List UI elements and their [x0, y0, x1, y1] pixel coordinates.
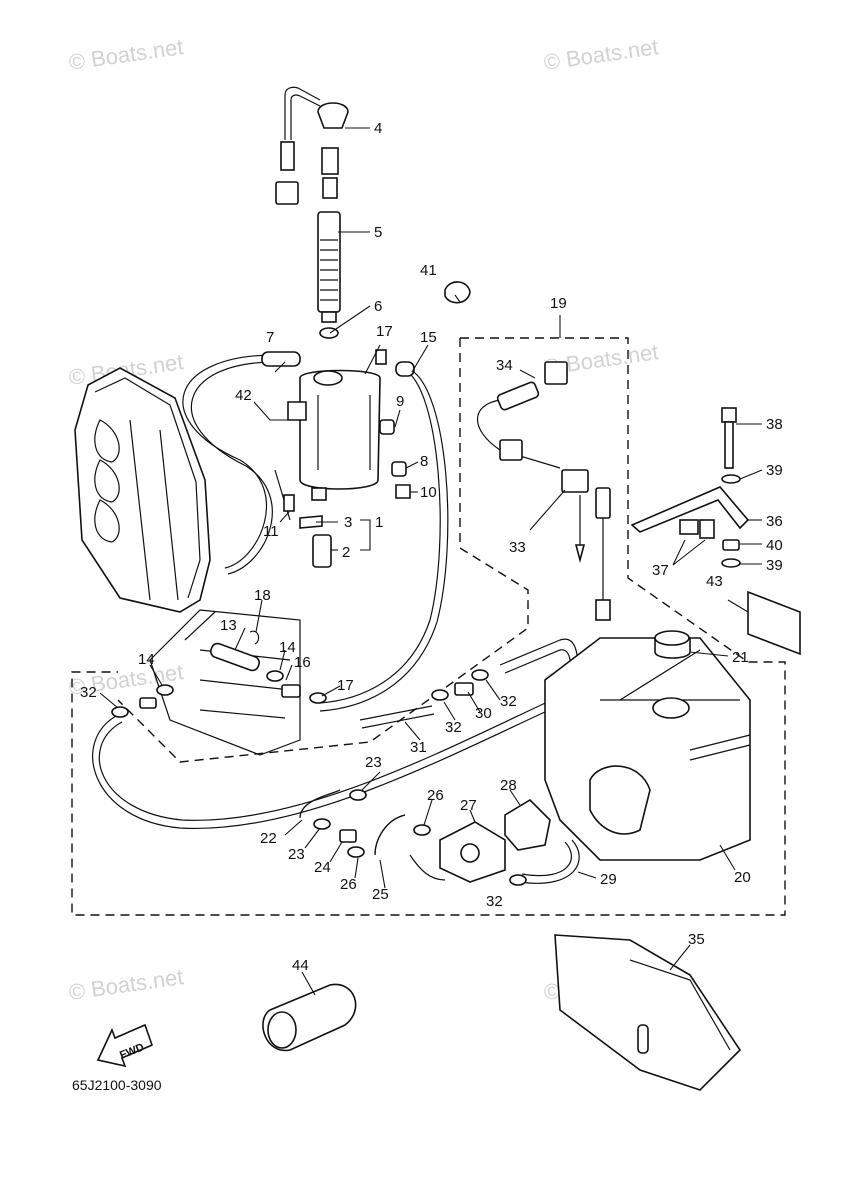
part-37-pad: [699, 519, 715, 539]
callout-16: 16: [294, 654, 311, 671]
part-21-cap: [654, 630, 691, 659]
part-7-hose: [261, 351, 301, 367]
callout-24: 24: [314, 859, 331, 876]
callout-32d: 32: [486, 893, 503, 910]
part-1-reservoir: [287, 369, 381, 501]
callout-34: 34: [496, 357, 513, 374]
callout-25: 25: [372, 886, 389, 903]
callout-21: 21: [732, 649, 749, 666]
callout-43: 43: [706, 573, 723, 590]
callout-26b: 26: [340, 876, 357, 893]
callout-13: 13: [220, 617, 237, 634]
callout-20: 20: [734, 869, 751, 886]
callout-32c: 32: [445, 719, 462, 736]
callout-1: 1: [375, 514, 383, 531]
callout-labels: 4 5 6 7 17 15 41 19 34 42 9 8 10 3 1 2 1…: [80, 120, 783, 974]
callout-2: 2: [342, 544, 350, 561]
part-34-harness: [476, 361, 589, 493]
watermark: © Boats.net: [542, 34, 660, 75]
part-37-pad: [679, 519, 699, 535]
callout-5: 5: [374, 224, 382, 241]
callout-18: 18: [254, 587, 271, 604]
callout-42: 42: [235, 387, 252, 404]
hoses: [92, 354, 580, 884]
callout-38: 38: [766, 416, 783, 433]
leader-lines: [99, 127, 763, 996]
callout-23a: 23: [365, 754, 382, 771]
part-5-filter: [317, 211, 341, 323]
callout-40: 40: [766, 537, 783, 554]
callout-35: 35: [688, 931, 705, 948]
callout-32b: 32: [500, 693, 517, 710]
callout-31: 31: [410, 739, 427, 756]
part-28-strainer-cap: [504, 798, 551, 851]
callout-37: 37: [652, 562, 669, 579]
callout-19: 19: [550, 295, 567, 312]
callout-6: 6: [374, 298, 382, 315]
callout-3: 3: [344, 514, 352, 531]
callout-41: 41: [420, 262, 437, 279]
part-40-nut: [722, 539, 740, 551]
callout-44: 44: [292, 957, 309, 974]
part-10-bolt: [395, 484, 411, 499]
callout-39b: 39: [766, 557, 783, 574]
callout-7: 7: [266, 329, 274, 346]
part-2-sleeve: [312, 534, 332, 568]
callout-9: 9: [396, 393, 404, 410]
small-fittings: [111, 630, 527, 886]
callout-11: 11: [263, 523, 279, 540]
callout-33: 33: [509, 539, 526, 556]
forward-arrow-icon: FWD: [96, 1023, 154, 1068]
part-20-oil-tank: [544, 637, 751, 861]
callout-8: 8: [420, 453, 428, 470]
callout-22: 22: [260, 830, 277, 847]
part-44-sleeve: [262, 983, 357, 1052]
part-43-label: [747, 590, 801, 656]
watermark: © Boats.net: [67, 34, 185, 75]
part-36-bracket: [630, 486, 750, 533]
callout-23b: 23: [288, 846, 305, 863]
callout-14a: 14: [138, 651, 155, 668]
callout-29: 29: [600, 871, 617, 888]
part-38-bolt: [721, 407, 737, 469]
callout-14b: 14: [279, 639, 296, 656]
callout-27: 27: [460, 797, 477, 814]
part-27-pump: [409, 821, 506, 883]
watermark: © Boats.net: [67, 964, 185, 1005]
callout-39a: 39: [766, 462, 783, 479]
diagram-code: 65J2100-3090: [72, 1077, 162, 1093]
part-3-clamp: [299, 515, 323, 529]
callout-15: 15: [420, 329, 437, 346]
outline-main: [71, 337, 786, 916]
part-17-clip-top: [375, 349, 387, 365]
callout-32a: 32: [80, 684, 97, 701]
callout-17b: 17: [337, 677, 354, 694]
part-4-sensor-line: [275, 86, 349, 205]
engine-cover: [74, 367, 211, 613]
part-41-clamp: [444, 281, 471, 304]
part-15-hose: [395, 361, 415, 377]
callout-10: 10: [420, 484, 437, 501]
callout-26a: 26: [427, 787, 444, 804]
callout-30: 30: [475, 705, 492, 722]
part-11-fitting: [283, 494, 295, 512]
part-8-grommet: [391, 461, 407, 477]
part-39-washer-bottom: [721, 558, 741, 568]
callout-28: 28: [500, 777, 517, 794]
callout-4: 4: [374, 120, 382, 137]
callout-36: 36: [766, 513, 783, 530]
callout-17a: 17: [376, 323, 393, 340]
assembly-outlines: [71, 337, 786, 916]
outline-inner: [117, 338, 529, 763]
part-35-bracket: [554, 934, 742, 1091]
part-39-washer-top: [721, 474, 741, 484]
part-9-grommet: [379, 419, 395, 435]
